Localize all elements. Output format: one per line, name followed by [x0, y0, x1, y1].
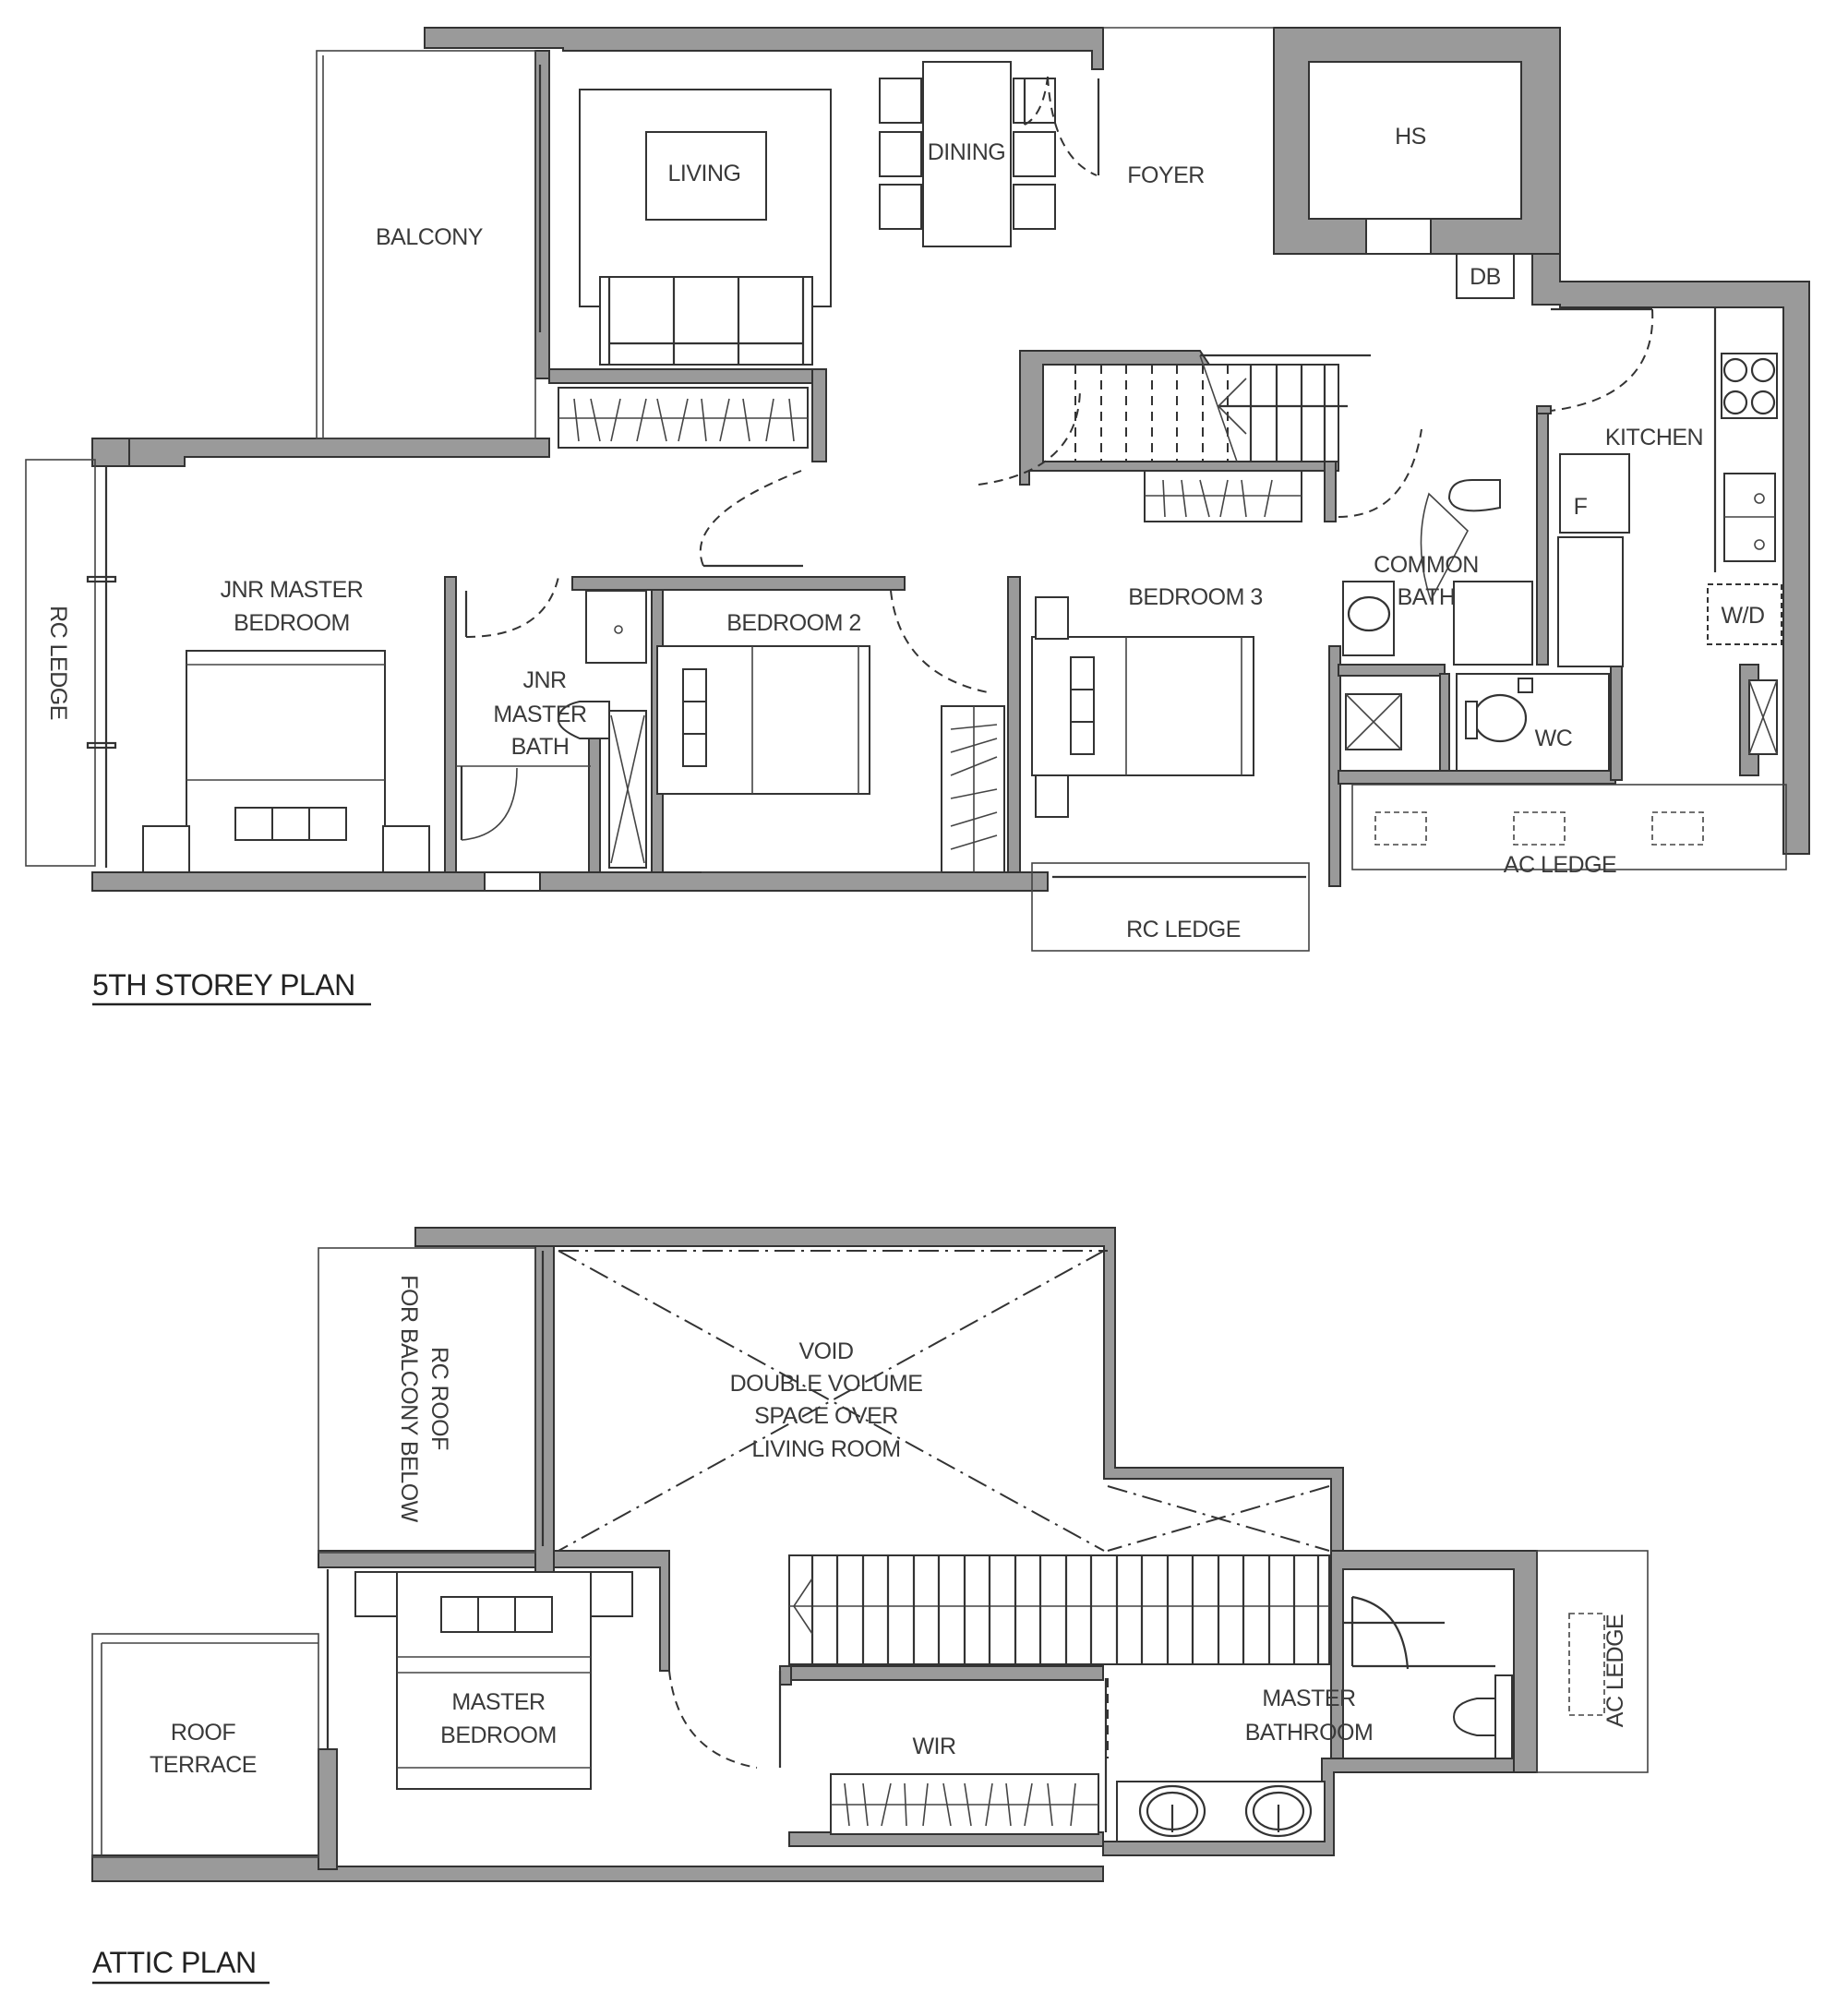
kitchen-door[interactable] [1536, 307, 1654, 414]
label-master-bedroom-2: BEDROOM [440, 1722, 557, 1748]
ac-ledge-attic [1536, 1550, 1649, 1773]
bedroom-3 [978, 387, 1310, 952]
label-dining: DINING [928, 139, 1006, 165]
label-master-bathroom-2: BATHROOM [1245, 1720, 1374, 1746]
label-living: LIVING [668, 161, 741, 186]
label-kitchen: KITCHEN [1605, 425, 1703, 450]
hob [1721, 353, 1778, 419]
label-master-bathroom: MASTER [1262, 1686, 1355, 1711]
label-fridge: F [1574, 494, 1588, 520]
label-rc-roof-2: FOR BALCONY BELOW [396, 1275, 422, 1522]
label-rc-ledge-bottom: RC LEDGE [1126, 917, 1241, 942]
label-void-3: SPACE OVER [754, 1403, 898, 1429]
label-jnr-master-bath-2: MASTER [493, 702, 586, 727]
label-hs: HS [1395, 124, 1426, 150]
master-bedroom [354, 1571, 782, 1790]
ac-ledge-5th [1351, 784, 1787, 870]
coffee-table [645, 131, 767, 221]
main-door[interactable] [1023, 27, 1274, 176]
label-void: VOID [798, 1338, 853, 1364]
bedroom-2 [656, 470, 1005, 873]
jnr-master-bedroom [25, 459, 430, 873]
wc [1456, 673, 1610, 772]
label-jnr-master-bath: JNR [522, 667, 566, 693]
label-jnr-master-bedroom-2: BEDROOM [234, 610, 350, 636]
kitchen [1557, 307, 1782, 755]
rc-roof [318, 1247, 545, 1554]
walk-in-wardrobe [830, 1678, 1108, 1835]
wardrobe-living [558, 387, 809, 449]
label-roof-terrace-2: TERRACE [150, 1752, 257, 1778]
label-ac-ledge-attic: AC LEDGE [1602, 1614, 1628, 1727]
label-common-bath-2: BATH [1398, 584, 1456, 610]
label-wc: WC [1535, 726, 1573, 751]
label-ac-ledge: AC LEDGE [1504, 852, 1616, 878]
void-double-volume [558, 1250, 1330, 1552]
label-master-bedroom: MASTER [451, 1689, 545, 1715]
distribution-board [1456, 253, 1515, 299]
dining-set [879, 61, 1056, 247]
plan-title-attic: ATTIC PLAN [92, 1946, 257, 1979]
label-void-4: LIVING ROOM [751, 1436, 900, 1462]
label-void-2: DOUBLE VOLUME [730, 1371, 923, 1397]
room-labels-5th: LIVING DINING FOYER HS DB BALCONY KITCHE… [45, 124, 1765, 942]
roof-terrace [91, 1569, 330, 1858]
plan-title-5th: 5TH STOREY PLAN [92, 968, 355, 1002]
label-bedroom-3: BEDROOM 3 [1128, 584, 1263, 610]
label-roof-terrace: ROOF [171, 1720, 235, 1746]
wardrobe-bedroom-2 [941, 705, 1005, 873]
label-wir: WIR [912, 1734, 955, 1759]
washer-dryer [1707, 583, 1782, 645]
fifth-storey-plan: LIVING DINING FOYER HS DB BALCONY KITCHE… [25, 27, 1810, 1006]
label-foyer: FOYER [1127, 162, 1205, 188]
fridge [1559, 453, 1630, 534]
living-room [558, 89, 832, 449]
jnr-master-bath [456, 576, 647, 892]
label-washer-dryer: W/D [1721, 603, 1764, 629]
label-jnr-master-bedroom: JNR MASTER [221, 577, 364, 603]
label-common-bath: COMMON [1374, 552, 1479, 578]
label-rc-ledge-left: RC LEDGE [45, 606, 71, 720]
label-jnr-master-bath-3: BATH [511, 734, 570, 760]
staircase-attic [788, 1554, 1330, 1665]
label-rc-roof: RC ROOF [426, 1347, 452, 1450]
attic-plan: RC ROOF FOR BALCONY BELOW VOID DOUBLE VO… [91, 1227, 1649, 1985]
master-bathroom [1107, 1595, 1513, 1842]
label-balcony: BALCONY [376, 224, 484, 250]
balcony [316, 50, 542, 439]
label-db: DB [1470, 264, 1501, 290]
sofa [599, 276, 813, 366]
staircase-5th [1042, 354, 1371, 462]
common-bath [1338, 428, 1533, 750]
label-bedroom-2: BEDROOM 2 [726, 610, 861, 636]
room-labels-attic: RC ROOF FOR BALCONY BELOW VOID DOUBLE VO… [150, 1275, 1628, 1778]
